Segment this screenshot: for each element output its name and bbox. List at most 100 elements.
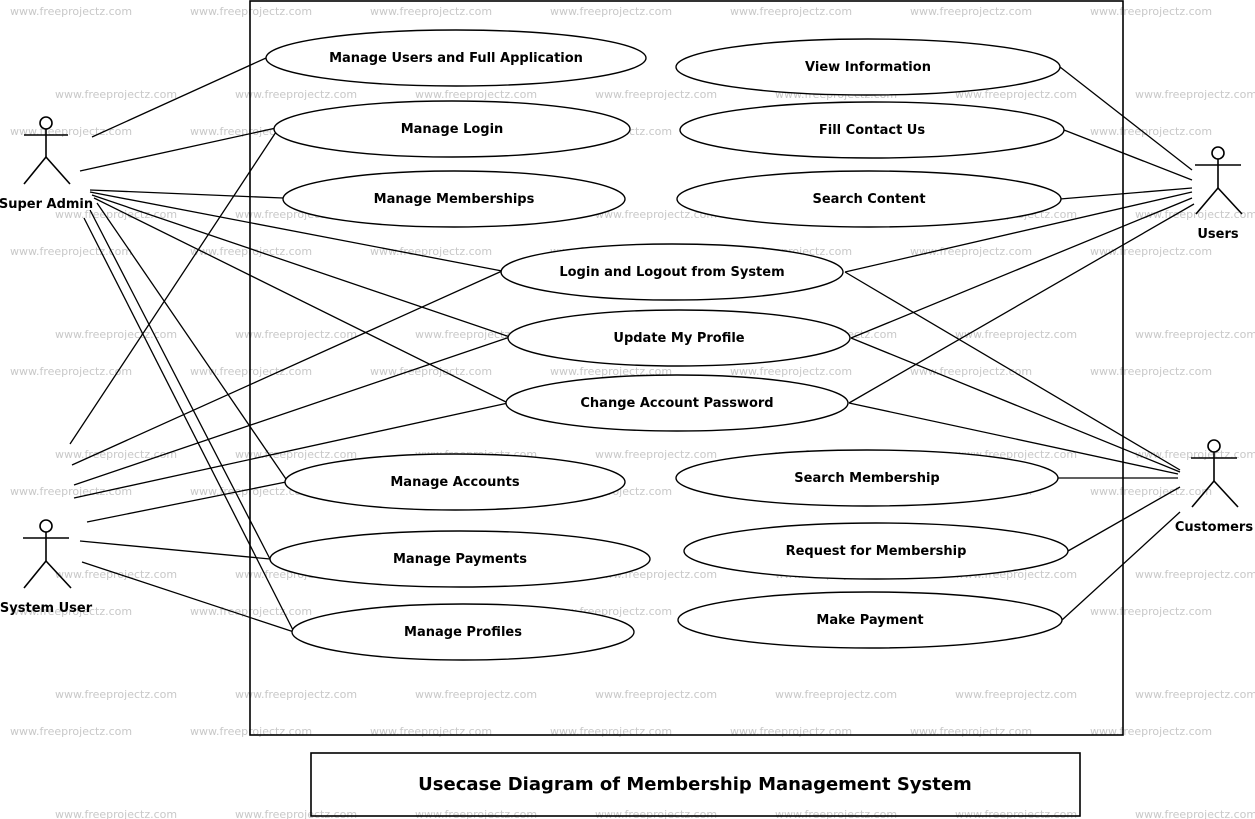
watermark-text: www.freeprojectz.com (595, 808, 717, 819)
watermark-text: www.freeprojectz.com (235, 808, 357, 819)
association-line (1063, 129, 1193, 181)
use-case-label: Fill Contact Us (819, 123, 925, 138)
association-line (93, 197, 509, 404)
use-case-manage-accounts: Manage Accounts (284, 453, 626, 511)
association-line (83, 217, 295, 633)
association-line (850, 337, 1181, 473)
watermark-text: www.freeprojectz.com (235, 88, 357, 101)
watermark-text: www.freeprojectz.com (955, 88, 1077, 101)
watermark-text: www.freeprojectz.com (1135, 208, 1255, 221)
watermark-text: www.freeprojectz.com (595, 688, 717, 701)
watermark-text: www.freeprojectz.com (595, 448, 717, 461)
watermark-text: www.freeprojectz.com (1090, 365, 1212, 378)
watermark-text: www.freeprojectz.com (235, 328, 357, 341)
watermark-text: www.freeprojectz.com (1090, 605, 1212, 618)
watermark-text: www.freeprojectz.com (955, 328, 1077, 341)
watermark-text: www.freeprojectz.com (370, 5, 492, 18)
association-line (81, 561, 295, 633)
watermark-text: www.freeprojectz.com (595, 208, 717, 221)
use-case-change-password: Change Account Password (505, 374, 849, 432)
watermark-text: www.freeprojectz.com (190, 605, 312, 618)
use-case-label: Request for Membership (786, 544, 967, 559)
use-case-login-logout: Login and Logout from System (500, 243, 844, 301)
watermark-text: www.freeprojectz.com (10, 5, 132, 18)
watermark-text: www.freeprojectz.com (1090, 725, 1212, 738)
actor-system-user: System User (0, 519, 93, 616)
use-case-label: Manage Memberships (374, 192, 535, 207)
use-case-manage-payments: Manage Payments (269, 530, 651, 588)
watermark-text: www.freeprojectz.com (550, 725, 672, 738)
watermark-text: www.freeprojectz.com (415, 688, 537, 701)
association-line (79, 540, 271, 560)
watermark-text: www.freeprojectz.com (190, 245, 312, 258)
association-line (69, 131, 277, 445)
watermark-text: www.freeprojectz.com (1135, 328, 1255, 341)
association-line (844, 271, 1181, 471)
watermark-text: www.freeprojectz.com (235, 688, 357, 701)
association-line (73, 402, 509, 499)
use-case-label: Manage Users and Full Application (329, 51, 583, 66)
use-case-label: Manage Login (401, 122, 504, 137)
association-lines (69, 57, 1195, 633)
watermark-text: www.freeprojectz.com (550, 365, 672, 378)
watermark-text: www.freeprojectz.com (955, 688, 1077, 701)
watermark-text: www.freeprojectz.com (55, 448, 177, 461)
association-line (86, 481, 287, 523)
association-line (79, 127, 277, 172)
watermark-text: www.freeprojectz.com (55, 328, 177, 341)
watermark-text: www.freeprojectz.com (190, 365, 312, 378)
watermark-text: www.freeprojectz.com (10, 365, 132, 378)
watermark-text: www.freeprojectz.com (730, 5, 852, 18)
watermark-text: www.freeprojectz.com (415, 88, 537, 101)
stick-figure-icon (23, 116, 71, 185)
use-case-label: Login and Logout from System (559, 265, 784, 280)
use-case-manage-login: Manage Login (273, 100, 631, 158)
use-case-label: Manage Accounts (390, 475, 520, 490)
association-line (71, 270, 503, 466)
watermark-text: www.freeprojectz.com (10, 605, 132, 618)
association-line (91, 57, 267, 138)
watermark-text: www.freeprojectz.com (370, 725, 492, 738)
actor-super-admin: Super Admin (0, 116, 93, 212)
watermark-text: www.freeprojectz.com (1090, 125, 1212, 138)
association-line (1059, 187, 1193, 200)
system-boundary (249, 0, 1124, 736)
actor-customers: Customers (1175, 439, 1253, 535)
use-case-label: View Information (805, 60, 931, 75)
association-line (1061, 511, 1181, 621)
association-line (850, 197, 1193, 339)
association-line (73, 336, 511, 486)
watermark-text: www.freeprojectz.com (190, 725, 312, 738)
watermark-text: www.freeprojectz.com (1090, 485, 1212, 498)
use-case-label: Search Membership (794, 471, 939, 486)
use-case-label: Update My Profile (613, 331, 744, 346)
actor-label: Users (1197, 227, 1239, 242)
watermark-text: www.freeprojectz.com (1135, 88, 1255, 101)
association-line (89, 191, 503, 272)
diagram-title-box: Usecase Diagram of Membership Management… (310, 752, 1081, 817)
stick-figure-icon (1195, 146, 1243, 215)
watermark-text: www.freeprojectz.com (1135, 808, 1255, 819)
watermark-text: www.freeprojectz.com (235, 448, 357, 461)
watermark-text: www.freeprojectz.com (955, 808, 1077, 819)
watermark-text: www.freeprojectz.com (55, 568, 177, 581)
watermark-text: www.freeprojectz.com (1135, 568, 1255, 581)
watermark-text: www.freeprojectz.com (370, 365, 492, 378)
association-line (1067, 486, 1181, 552)
association-line (91, 194, 511, 338)
association-line (89, 189, 284, 199)
actor-label: System User (0, 601, 93, 616)
use-case-manage-memberships: Manage Memberships (282, 170, 626, 228)
association-line (89, 209, 271, 560)
watermark-text: www.freeprojectz.com (1090, 245, 1212, 258)
watermark-text: www.freeprojectz.com (775, 688, 897, 701)
use-case-search-content: Search Content (676, 170, 1062, 228)
watermark-text: www.freeprojectz.com (55, 808, 177, 819)
watermark-text: www.freeprojectz.com (10, 725, 132, 738)
use-case-search-membership: Search Membership (675, 449, 1059, 507)
watermark-text: www.freeprojectz.com (1090, 5, 1212, 18)
watermark-text: www.freeprojectz.com (550, 5, 672, 18)
watermark-text: www.freeprojectz.com (910, 5, 1032, 18)
watermark-text: www.freeprojectz.com (910, 725, 1032, 738)
